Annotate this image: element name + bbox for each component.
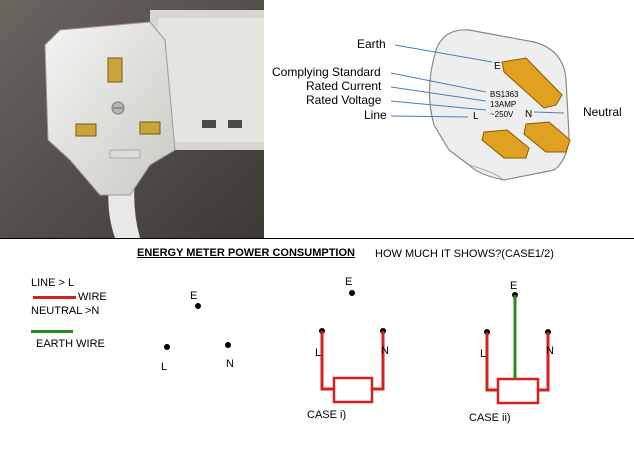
rated-current-label: Rated Current bbox=[306, 79, 382, 93]
line-pin-diagram bbox=[481, 129, 530, 159]
line-pin bbox=[75, 123, 97, 137]
terminal-e-dot bbox=[195, 303, 201, 309]
marking-standard: BS1363 bbox=[490, 90, 519, 99]
terminal-l-dot bbox=[164, 344, 170, 350]
case1-l-label: L bbox=[315, 347, 322, 359]
case1-e-label: E bbox=[345, 276, 353, 288]
terminal-e-label: E bbox=[190, 290, 198, 302]
rated-voltage-label: Rated Voltage bbox=[306, 93, 382, 107]
case2-l-label: L bbox=[480, 348, 487, 360]
legend-earth-swatch bbox=[31, 330, 73, 333]
section-divider bbox=[0, 238, 634, 239]
case2-n-label: N bbox=[546, 345, 554, 357]
terminal-n-dot bbox=[225, 342, 231, 348]
line-label: Line bbox=[364, 108, 387, 122]
case2-n-dot bbox=[545, 329, 551, 335]
section-title: ENERGY METER POWER CONSUMPTION bbox=[137, 247, 355, 259]
terminal-l-label: L bbox=[161, 361, 168, 373]
neutral-pin-diagram bbox=[523, 121, 571, 153]
case2-e-label: E bbox=[510, 280, 518, 292]
plug-photo bbox=[0, 0, 264, 238]
case1-load bbox=[332, 376, 374, 404]
case1-e-dot bbox=[349, 290, 355, 296]
plug-body bbox=[44, 21, 176, 196]
legend-wire: WIRE bbox=[78, 291, 107, 303]
marking-e: E bbox=[494, 61, 501, 72]
complying-standard-label: Complying Standard bbox=[272, 65, 381, 79]
case1-wire bbox=[320, 331, 334, 391]
marking-l: L bbox=[473, 111, 479, 122]
legend-earth-wire: EARTH WIRE bbox=[36, 338, 105, 350]
case2-label: CASE ii) bbox=[469, 412, 511, 424]
earth-pin-diagram bbox=[501, 57, 563, 109]
marking-current: 13AMP bbox=[490, 100, 517, 109]
case2-wire bbox=[485, 332, 498, 392]
marking-voltage: ~250V bbox=[490, 110, 514, 119]
neutral-pin bbox=[139, 121, 161, 135]
earth-label: Earth bbox=[357, 37, 386, 51]
case1-wire-return bbox=[372, 331, 385, 391]
section-subtitle: HOW MUCH IT SHOWS?(CASE1/2) bbox=[375, 248, 554, 260]
earth-pin bbox=[107, 57, 123, 83]
terminal-n-label: N bbox=[226, 358, 234, 370]
legend-wire-swatch bbox=[33, 296, 76, 299]
case1-l-dot bbox=[319, 328, 325, 334]
plug-label-diagram: Earth Complying Standard Rated Current R… bbox=[264, 0, 634, 238]
marking-n: N bbox=[525, 109, 533, 120]
neutral-label: Neutral bbox=[583, 105, 622, 119]
case2-load bbox=[496, 377, 540, 405]
case1-n-dot bbox=[380, 328, 386, 334]
case1-label: CASE i) bbox=[307, 409, 347, 421]
legend-line: LINE > L bbox=[31, 277, 75, 289]
case1-n-label: N bbox=[381, 345, 389, 357]
case2-wire-return bbox=[538, 332, 550, 392]
case2-l-dot bbox=[484, 329, 490, 335]
legend-neutral: NEUTRAL >N bbox=[31, 305, 100, 317]
